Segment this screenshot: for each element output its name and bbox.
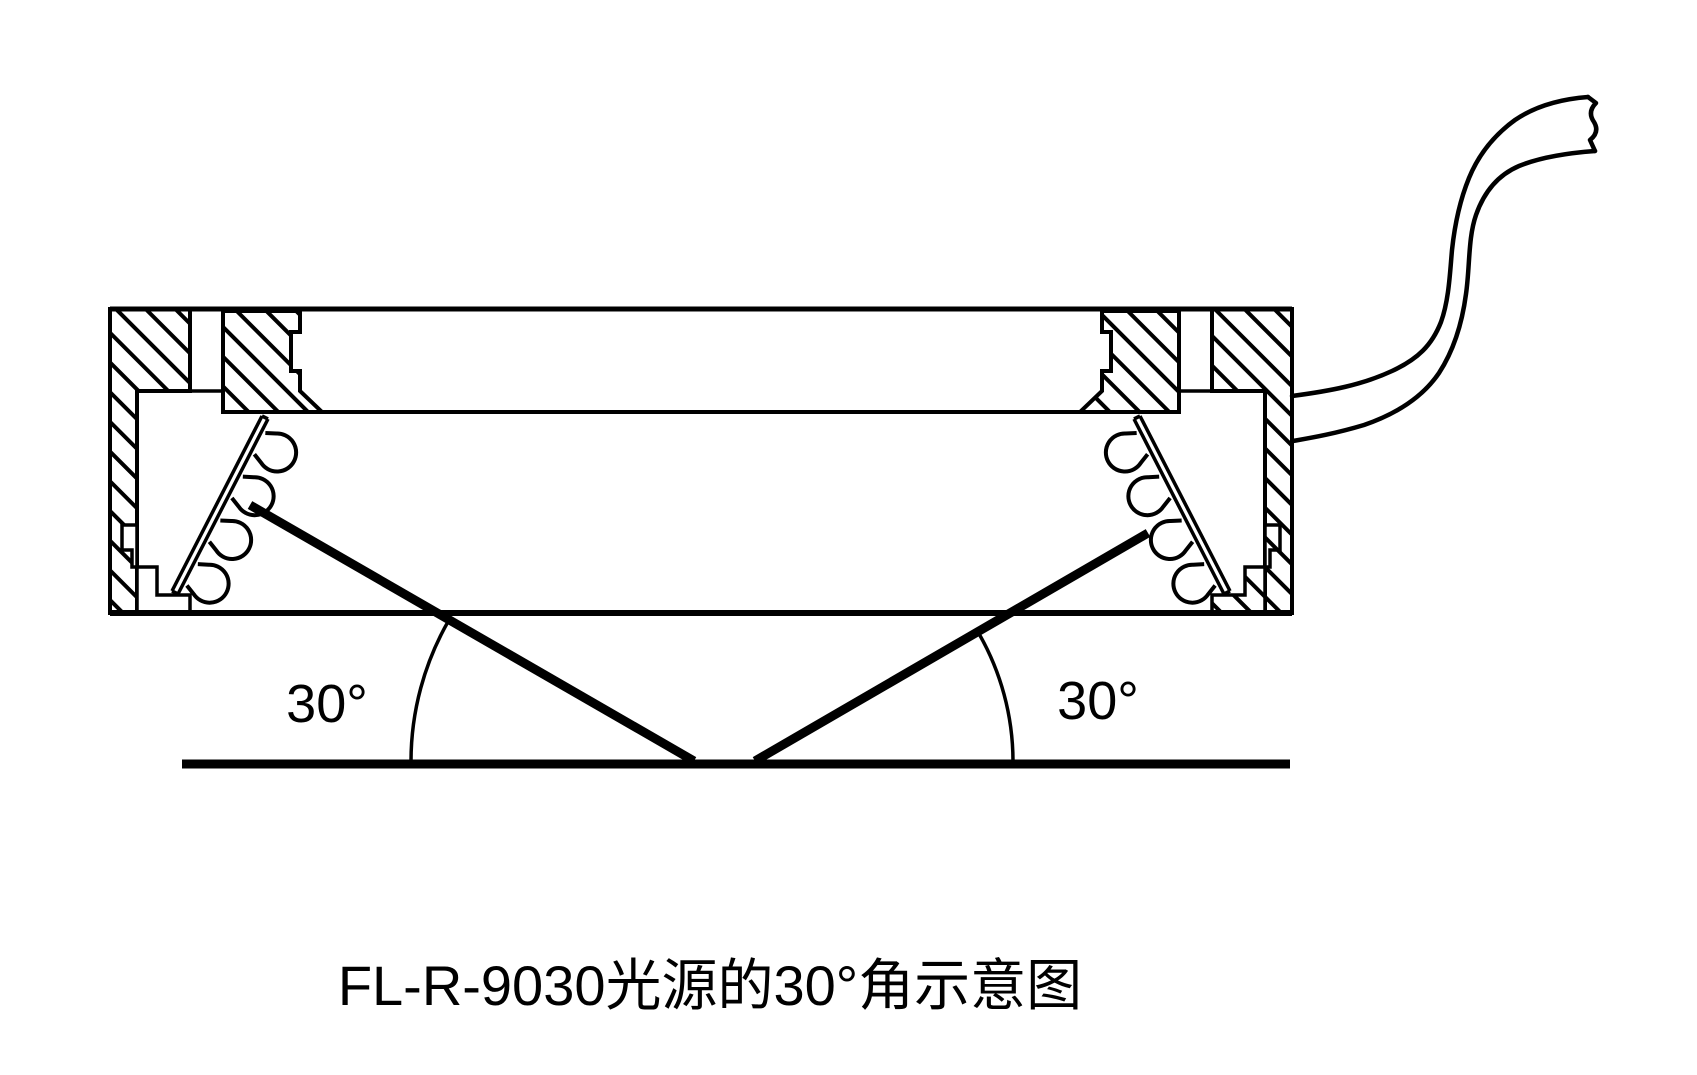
angle-label-left: 30°: [286, 674, 368, 734]
led-board-left-end-caps: [171, 414, 269, 596]
led-board-right-front-line: [1132, 418, 1226, 595]
angle-label-right: 30°: [1057, 671, 1139, 731]
caption: FL-R-9030光源的30°角示意图: [338, 954, 1082, 1017]
light-ray-right: [752, 529, 1151, 765]
cable-upper-edge: [1289, 94, 1591, 399]
left-clamp-block: [221, 309, 327, 414]
led-board-left-front-line: [176, 418, 270, 595]
angle-arc-left: [409, 619, 451, 762]
led-board-right-back-line: [1138, 415, 1232, 592]
angle-arc-right: [976, 631, 1015, 762]
cable-lower-edge: [1290, 148, 1598, 444]
cable-break-icon: [1585, 94, 1599, 154]
led-board-right: [1132, 414, 1232, 596]
led-board-right-end-caps: [1133, 414, 1231, 596]
light-ray-left: [247, 501, 697, 765]
housing-cross-section: [108, 306, 1294, 616]
power-cable: [1289, 94, 1599, 444]
led-board-left-back-line: [170, 415, 264, 592]
led-board-left: [170, 414, 270, 596]
right-clamp-block: [1075, 309, 1181, 414]
